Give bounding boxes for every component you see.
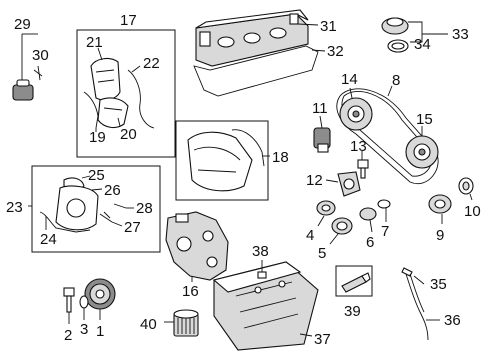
callout-6: 6 xyxy=(366,234,374,251)
callout-29: 29 xyxy=(14,16,31,33)
callout-30: 30 xyxy=(32,47,49,64)
callout-35: 35 xyxy=(430,276,447,293)
part-1-crank-pulley xyxy=(84,278,116,320)
part-10-cap xyxy=(458,177,474,201)
part-19-gasket xyxy=(83,91,99,132)
part-2-bolt xyxy=(63,287,75,324)
callout-17: 17 xyxy=(120,12,137,29)
part-32-valve-cover-gasket xyxy=(193,45,326,97)
callout-40: 40 xyxy=(140,316,157,333)
part-28-bolt xyxy=(113,203,134,209)
part-16-oil-pump xyxy=(165,211,229,282)
callout-25: 25 xyxy=(88,167,105,184)
callout-11: 11 xyxy=(312,100,328,117)
callout-16: 16 xyxy=(182,283,199,300)
group-box-23 xyxy=(31,165,161,253)
part-24-gasket xyxy=(39,211,91,233)
part-20-lower-timing-cover xyxy=(97,97,129,129)
callout-7: 7 xyxy=(381,223,389,240)
callout-24: 24 xyxy=(40,231,57,248)
callout-37: 37 xyxy=(314,331,331,348)
part-22-gasket xyxy=(127,65,155,129)
callout-15: 15 xyxy=(416,111,433,128)
callout-39: 39 xyxy=(344,303,361,320)
callout-1: 1 xyxy=(96,323,104,340)
part-37-oil-pan xyxy=(212,261,319,351)
callout-9: 9 xyxy=(436,227,444,244)
part-39-sealant xyxy=(335,265,373,297)
callout-33: 33 xyxy=(452,26,469,43)
part-3-washer xyxy=(79,295,89,320)
callout-18: 18 xyxy=(272,149,289,166)
part-30-clip xyxy=(33,65,43,81)
part-18-timing-cover xyxy=(187,129,270,192)
part-7-washer xyxy=(377,199,391,222)
callout-14: 14 xyxy=(341,71,358,88)
callout-23: 23 xyxy=(6,199,23,216)
callout-27: 27 xyxy=(124,219,141,236)
callout-28: 28 xyxy=(136,200,153,217)
callout-3: 3 xyxy=(80,321,88,338)
callout-19: 19 xyxy=(89,129,106,146)
callout-38: 38 xyxy=(252,243,269,260)
part-31-valve-cover xyxy=(195,9,319,67)
part-15-camshaft-sprocket xyxy=(405,126,439,169)
part-29-bumper xyxy=(12,33,38,101)
part-27-bolt xyxy=(99,211,123,227)
callout-8: 8 xyxy=(392,72,400,89)
part-21-upper-timing-cover xyxy=(90,47,121,101)
part-35-dipstick xyxy=(401,267,425,285)
callout-36: 36 xyxy=(444,312,461,329)
callout-10: 10 xyxy=(464,203,481,220)
part-4-idler-pulley xyxy=(316,200,336,227)
callout-5: 5 xyxy=(318,245,326,262)
group-box-17 xyxy=(76,29,176,158)
callout-2: 2 xyxy=(64,327,72,344)
part-14-camshaft-sprocket xyxy=(339,87,373,131)
part-40-oil-filter xyxy=(164,309,199,337)
callout-26: 26 xyxy=(104,182,121,199)
callout-34: 34 xyxy=(414,36,431,53)
part-12-tensioner-pulley-bracket xyxy=(325,171,361,197)
group-box-18 xyxy=(175,120,269,201)
callout-22: 22 xyxy=(143,55,160,72)
callout-31: 31 xyxy=(320,18,337,35)
part-9-idler-pulley xyxy=(428,194,452,224)
callout-12: 12 xyxy=(306,172,323,189)
part-5-idler-pulley xyxy=(329,217,353,245)
callout-32: 32 xyxy=(327,43,344,60)
part-6-spacer xyxy=(359,207,377,233)
part-33-oil-cap xyxy=(381,17,448,43)
part-26-retainer xyxy=(55,185,103,231)
callout-20: 20 xyxy=(120,126,137,143)
part-11-tensioner xyxy=(313,115,331,153)
callout-21: 21 xyxy=(86,34,103,51)
part-13-bolt xyxy=(357,150,369,179)
callout-4: 4 xyxy=(306,227,314,244)
part-34-oil-cap-gasket xyxy=(387,39,409,53)
part-38-drain-plug xyxy=(257,260,267,279)
part-36-dipstick-tube xyxy=(405,273,440,341)
callout-13: 13 xyxy=(350,138,367,155)
